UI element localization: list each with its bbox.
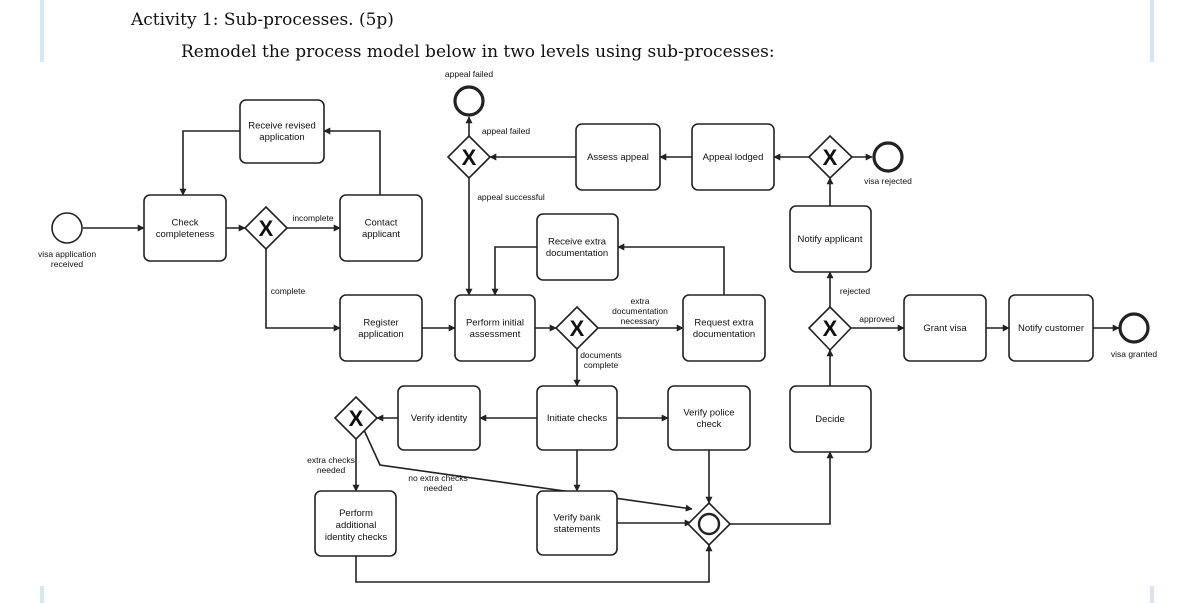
flow-label-no-extra-checks-needed: no extra checks <box>408 473 468 483</box>
task-verify-identity-label: Verify identity <box>411 413 468 424</box>
start-event-label-line2: received <box>51 259 83 269</box>
task-initiate-checks-label: Initiate checks <box>547 413 607 424</box>
gateway-xor-marker: X <box>259 216 274 241</box>
gateway-xor-marker: X <box>823 145 838 170</box>
flow-label-appeal-successful: appeal successful <box>477 192 545 202</box>
instruction-text: Remodel the process model below in two l… <box>181 42 775 62</box>
flow-label-extra-documentation-necessary: extra <box>631 296 650 306</box>
task-verify-police-check-label: Verify police <box>683 407 734 418</box>
gateway-xor-marker: X <box>570 316 585 341</box>
flow-label-approved: approved <box>859 314 895 324</box>
task-request-extra-documentation-label: Request extra <box>694 317 754 328</box>
task-receive-extra-documentation-label: documentation <box>546 248 608 259</box>
task-grant-visa: Grant visa <box>903 294 987 362</box>
task-perform-initial-assessment-label: Perform initial <box>466 317 524 328</box>
gateway-checks-join <box>686 501 732 547</box>
task-receive-revised-application-label: Receive revised <box>248 120 316 131</box>
task-perform-additional-identity-checks-label: identity checks <box>325 532 388 543</box>
flow-label-extra-documentation-necessary: documentation <box>612 306 668 316</box>
right-page-margin-bar <box>1150 0 1154 603</box>
task-grant-visa-label: Grant visa <box>923 323 967 334</box>
task-register-application-label: application <box>358 329 403 340</box>
flow-label-complete: complete <box>271 286 306 296</box>
task-initiate-checks: Initiate checks <box>536 385 618 451</box>
flow-label-rejected: rejected <box>840 286 871 296</box>
end-event-appeal-failed: appeal failed <box>445 69 493 117</box>
task-receive-extra-documentation-label: Receive extra <box>548 236 607 247</box>
gateway-identity: X <box>333 395 379 441</box>
task-verify-bank-statements-label: statements <box>554 524 601 535</box>
task-assess-appeal-label: Assess appeal <box>587 152 649 163</box>
gateway-appeal: X <box>446 134 492 180</box>
task-contact-applicant-label: applicant <box>362 229 400 240</box>
end-event-visa-granted: visa granted <box>1111 312 1158 359</box>
start-event: visa application received <box>38 212 96 269</box>
flow-label-incomplete: incomplete <box>292 213 333 223</box>
flow-label-extra-checks-needed: extra checks <box>307 455 355 465</box>
task-notify-customer-label: Notify customer <box>1018 323 1084 334</box>
task-verify-identity: Verify identity <box>397 385 481 451</box>
flow-label-extra-checks-needed: needed <box>317 465 346 475</box>
task-perform-additional-identity-checks-label: Perform <box>339 508 373 519</box>
task-perform-initial-assessment-label: assessment <box>470 329 521 340</box>
task-appeal-lodged-label: Appeal lodged <box>703 152 764 163</box>
flow-label-no-extra-checks-needed: needed <box>424 483 453 493</box>
end-event-visa-rejected-label: visa rejected <box>864 176 912 186</box>
task-notify-applicant-label: Notify applicant <box>798 234 863 245</box>
end-event-visa-granted-label: visa granted <box>1111 349 1158 359</box>
gateway-xor-marker: X <box>462 145 477 170</box>
task-decide: Decide <box>789 385 872 453</box>
task-verify-bank-statements-label: Verify bank <box>554 512 601 523</box>
task-register-application-label: Register <box>363 317 398 328</box>
end-event-appeal-failed-label: appeal failed <box>445 69 493 79</box>
gateway-xor-marker: X <box>349 406 364 431</box>
task-perform-additional-identity-checks-label: additional <box>336 520 377 531</box>
flow-label-documents-complete: complete <box>584 360 619 370</box>
gateway-xor-marker: X <box>823 316 838 341</box>
gateway-decision: X <box>807 305 853 352</box>
gateway-completeness: X <box>243 205 289 251</box>
task-receive-revised-application-label: application <box>259 132 304 143</box>
flow-label-extra-documentation-necessary: necessary <box>621 316 660 326</box>
task-check-completeness-label: completeness <box>156 229 215 240</box>
flow-labels: incomplete complete appeal failed appeal su… <box>271 126 895 493</box>
gateway-assessment: X <box>554 305 600 351</box>
task-assess-appeal: Assess appeal <box>575 123 661 191</box>
flow-label-appeal-failed: appeal failed <box>482 126 530 136</box>
task-verify-police-check-label: check <box>697 419 722 430</box>
gateway-rejection-appeal: X <box>807 134 854 180</box>
left-page-margin-bar <box>40 0 44 603</box>
task-appeal-lodged: Appeal lodged <box>691 123 775 191</box>
activity-heading: Activity 1: Sub-processes. (5p) <box>131 10 394 30</box>
flow-label-documents-complete: documents <box>580 350 622 360</box>
task-notify-applicant: Notify applicant <box>789 205 872 273</box>
task-check-completeness-label: Check <box>172 217 199 228</box>
task-decide-label: Decide <box>815 414 845 425</box>
task-notify-customer: Notify customer <box>1008 294 1094 362</box>
task-contact-applicant-label: Contact <box>365 217 398 228</box>
start-event-label-line1: visa application <box>38 249 96 259</box>
end-event-visa-rejected: visa rejected <box>864 141 912 186</box>
task-request-extra-documentation-label: documentation <box>693 329 755 340</box>
